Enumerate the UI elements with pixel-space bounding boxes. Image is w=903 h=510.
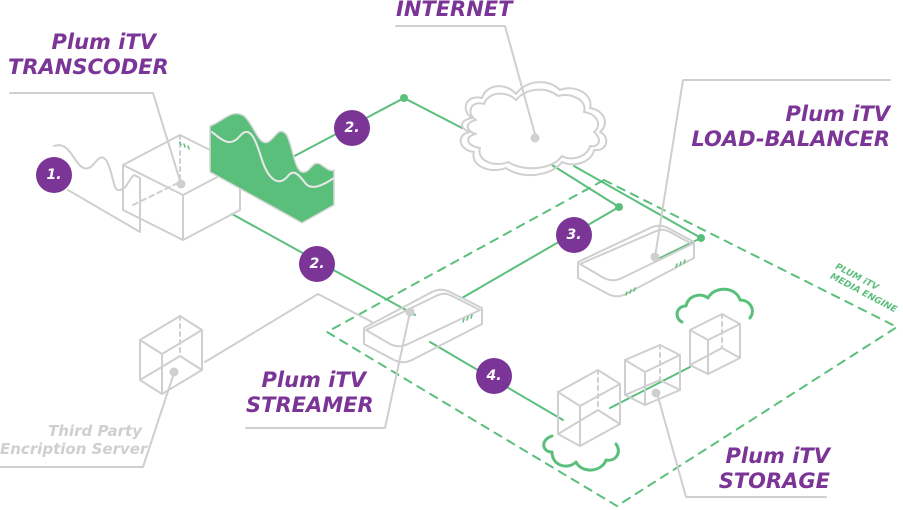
load-balancer-label: Plum iTV LOAD-BALANCER — [690, 102, 890, 152]
internet-cloud-icon — [459, 81, 608, 177]
encryption-server-label-line1: Third Party — [48, 422, 142, 440]
junction-dot — [615, 203, 623, 211]
encryption-server-box-icon — [139, 315, 203, 395]
step-badge-4: 4. — [476, 358, 512, 394]
link-storage-chain — [609, 366, 691, 409]
step-badge-3: 3. — [556, 217, 592, 253]
storage-box-icon-2 — [624, 344, 681, 406]
load-balancer-server-icon — [577, 224, 695, 298]
storage-box-icon-1 — [557, 369, 621, 447]
step-badge-2-bottom: 2. — [299, 246, 335, 282]
storage-cloud-icon — [675, 287, 754, 324]
transcoder-label: Plum iTV TRANSCODER — [8, 30, 169, 80]
link-internet-loadbalancer — [573, 165, 702, 259]
streamer-label: Plum iTV STREAMER — [246, 368, 374, 418]
storage-box-icon-3 — [689, 313, 741, 375]
streamer-label-line1: Plum iTV — [261, 368, 366, 392]
internet-label: INTERNET — [396, 0, 512, 22]
storage-label-line1: Plum iTV — [725, 444, 830, 468]
junction-dot — [400, 94, 408, 102]
encryption-server-label-line2: Encription Server — [0, 440, 148, 458]
streamer-label-line2: STREAMER — [246, 393, 374, 418]
step-badge-2-top: 2. — [334, 110, 370, 146]
media-engine-boundary — [326, 179, 898, 507]
transcoder-label-line2: TRANSCODER — [8, 55, 169, 80]
junction-dot — [697, 234, 705, 242]
encryption-server-label: Third Party Encription Server — [0, 422, 148, 458]
internet-label-line1: INTERNET — [396, 0, 513, 21]
storage-label-line2: STORAGE — [718, 469, 830, 494]
load-balancer-label-line1: Plum iTV — [785, 102, 890, 126]
leader-lines — [0, 25, 891, 498]
input-wave-icon — [53, 144, 141, 233]
transcoder-label-line1: Plum iTV — [51, 30, 156, 54]
storage-cloud-icon — [542, 434, 620, 472]
storage-label: Plum iTV STORAGE — [700, 444, 830, 494]
streamer-server-icon — [363, 288, 483, 364]
transcoded-wave-icon — [209, 112, 335, 224]
load-balancer-label-line2: LOAD-BALANCER — [691, 127, 890, 152]
step-badge-1: 1. — [36, 157, 72, 193]
